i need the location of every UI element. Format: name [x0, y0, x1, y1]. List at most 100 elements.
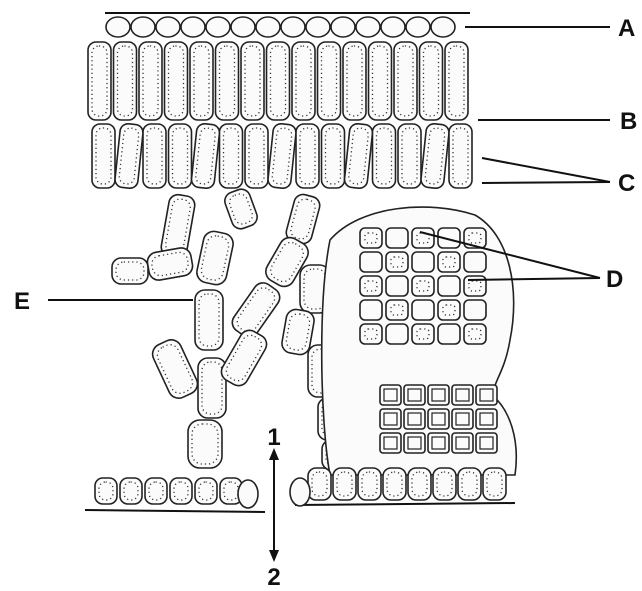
- xylem-cell: [404, 385, 425, 405]
- epidermis-cell: [281, 17, 305, 37]
- spongy-cell-wall: [188, 420, 222, 468]
- lower-epidermis-cell: [408, 468, 431, 500]
- xylem-cell: [428, 433, 449, 453]
- palisade-cell-b: [343, 42, 366, 120]
- xylem-cell: [428, 385, 449, 405]
- spongy-cell-wall: [146, 246, 194, 281]
- palisade-cell-c-wall: [344, 123, 374, 189]
- palisade-cell-c-wall: [267, 123, 297, 189]
- palisade-cell-c: [169, 124, 192, 188]
- epidermis-cell: [181, 17, 205, 37]
- lower-epidermis-cell: [95, 478, 117, 504]
- palisade-cell-c-wall: [420, 123, 450, 189]
- lower-epidermis-cell: [433, 468, 456, 500]
- phloem-cell: [412, 276, 434, 296]
- spongy-cell-wall: [195, 229, 235, 286]
- xylem-cell: [476, 433, 497, 453]
- xylem-cell: [476, 385, 497, 405]
- leader-line-c-lower: [482, 182, 610, 183]
- spongy-cell: [146, 246, 194, 281]
- palisade-cell-c-wall: [169, 124, 192, 188]
- phloem-cell: [464, 252, 486, 272]
- spongy-cell: [195, 229, 235, 286]
- palisade-cell-b: [190, 42, 213, 120]
- xylem-cell: [380, 433, 401, 453]
- label-e: E: [14, 288, 30, 315]
- palisade-cell-c: [420, 123, 450, 189]
- phloem-cell: [464, 324, 486, 344]
- palisade-cell-b: [241, 42, 264, 120]
- palisade-cell-c-wall: [449, 124, 472, 188]
- palisade-cell-b: [88, 42, 111, 120]
- palisade-cell-b: [394, 42, 417, 120]
- lower-epidermis-cell: [120, 478, 142, 504]
- lower-epidermis-cell: [358, 468, 381, 500]
- epidermis-cell: [431, 17, 455, 37]
- phloem-cell: [360, 276, 382, 296]
- arrow-label-2: 2: [267, 564, 280, 591]
- palisade-cell-c-wall: [296, 124, 319, 188]
- palisade-cell-b: [114, 42, 137, 120]
- palisade-cell-c: [296, 124, 319, 188]
- lower-epidermis-cell: [458, 468, 481, 500]
- palisade-cell-c-wall: [398, 124, 421, 188]
- lower-epidermis-cell: [483, 468, 506, 500]
- spongy-cell-wall: [218, 327, 270, 389]
- phloem-cell: [438, 300, 460, 320]
- palisade-layer-lower: [92, 123, 472, 189]
- phloem-cell: [412, 324, 434, 344]
- palisade-cell-b: [318, 42, 341, 120]
- gas-exchange-arrow: [269, 448, 279, 562]
- palisade-cell-c-wall: [92, 124, 115, 188]
- lower-epidermis-cell: [145, 478, 167, 504]
- phloem-cell: [386, 324, 408, 344]
- phloem-cell: [412, 228, 434, 248]
- label-a: A: [618, 15, 635, 42]
- epidermis-cell: [206, 17, 230, 37]
- leader-line-c-upper: [482, 158, 610, 182]
- phloem-cell: [386, 252, 408, 272]
- lower-epidermis-cell: [195, 478, 217, 504]
- spongy-cell: [112, 258, 148, 284]
- phloem-cell: [438, 276, 460, 296]
- spongy-mesophyll: [112, 187, 348, 470]
- palisade-cell-b: [369, 42, 392, 120]
- epidermis-cell: [331, 17, 355, 37]
- spongy-cell-wall: [222, 187, 259, 232]
- palisade-cell-c: [92, 124, 115, 188]
- xylem-cell: [404, 433, 425, 453]
- palisade-cell-c: [373, 124, 396, 188]
- epidermis-cell: [381, 17, 405, 37]
- phloem-cell: [360, 252, 382, 272]
- spongy-cell: [188, 420, 222, 468]
- epidermis-cell: [306, 17, 330, 37]
- palisade-cell-c: [245, 124, 268, 188]
- spongy-cell: [149, 336, 201, 401]
- lower-epidermis-line-right: [295, 503, 515, 505]
- epidermis-cell: [106, 17, 130, 37]
- guard-cell-right: [290, 478, 310, 506]
- xylem-cell: [428, 409, 449, 429]
- xylem-cell: [452, 433, 473, 453]
- palisade-cell-c-wall: [143, 124, 166, 188]
- palisade-cell-c: [220, 124, 243, 188]
- palisade-cell-c: [191, 123, 221, 189]
- xylem-cell: [380, 409, 401, 429]
- palisade-cell-c: [344, 123, 374, 189]
- epidermis-cell: [256, 17, 280, 37]
- palisade-cell-c: [143, 124, 166, 188]
- palisade-cell-c: [398, 124, 421, 188]
- palisade-cell-c: [322, 124, 345, 188]
- phloem-cell: [464, 300, 486, 320]
- spongy-cell-wall: [112, 258, 148, 284]
- lower-epidermis-cell: [383, 468, 406, 500]
- palisade-cell-c-wall: [322, 124, 345, 188]
- palisade-cell-c-wall: [245, 124, 268, 188]
- epidermis-cell: [356, 17, 380, 37]
- phloem-cell: [386, 228, 408, 248]
- label-b: B: [620, 108, 637, 135]
- palisade-cell-b: [165, 42, 188, 120]
- spongy-cell: [222, 187, 259, 232]
- vascular-bundle: [322, 207, 517, 475]
